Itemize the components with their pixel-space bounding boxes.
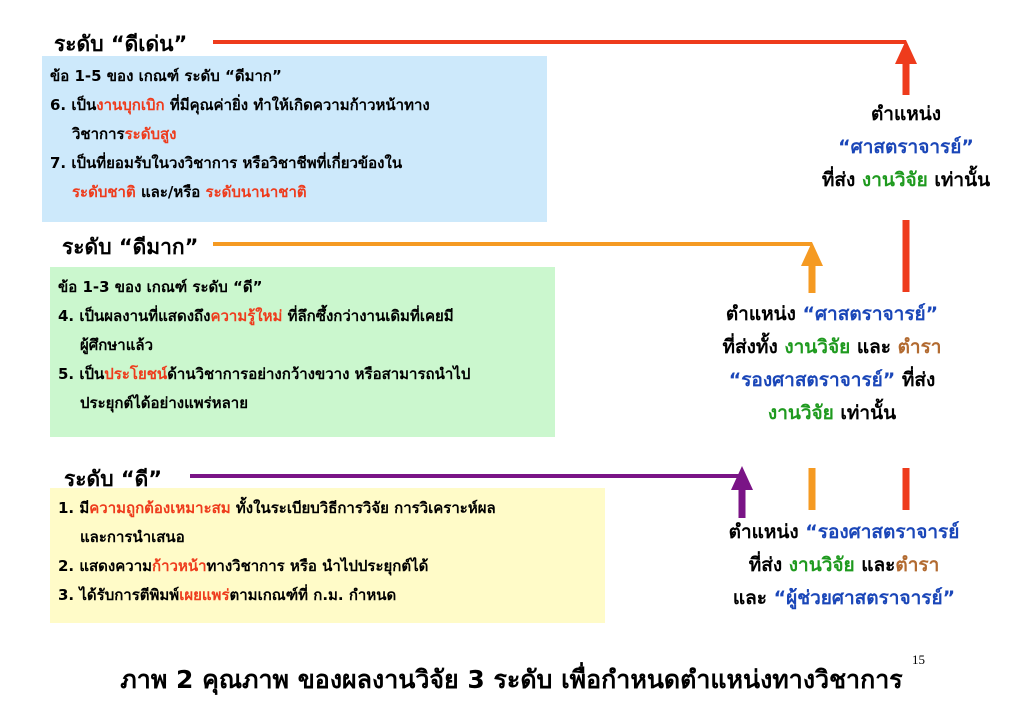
criteria-line: 3. ได้รับการตีพิมพ์เผยแพร่ตามเกณฑ์ที่ ก.… [58,586,397,604]
purple-arrow-head [731,466,753,490]
criteria-line: 1. มีความถูกต้องเหมาะสม ทั้งในระเบียบวิธ… [58,499,496,517]
criteria-line: ระดับชาติ และ/หรือ ระดับนานาชาติ [72,183,307,201]
highlight-text: ความถูกต้องเหมาะสม [89,499,231,517]
criteria-line: ผู้ศึกษาแล้ว [80,336,153,354]
highlight-text: ระดับสูง [124,125,177,143]
position-professor-associate-text: ตำแหน่ง “ศาสตราจารย์” ที่ส่งทั้ง งานวิจั… [722,303,942,424]
criteria-line: 5. เป็นประโยชน์ด้านวิชาการอย่างกว้างขวาง… [58,365,471,383]
highlight-text: งานบุกเบิก [96,96,165,114]
highlight-text: เผยแพร่ [179,586,230,604]
page-number: 15 [912,652,925,667]
criteria-line: 7. เป็นที่ยอมรับในวงวิชาการ หรือวิชาชีพท… [50,154,403,172]
orange-arrow-head [801,242,823,266]
level-good-criteria-box: 1. มีความถูกต้องเหมาะสม ทั้งในระเบียบวิธ… [50,488,605,623]
highlight-text: ความรู้ใหม่ [210,307,283,325]
level-excellent-criteria-box: ข้อ 1-5 ของ เกณฑ์ ระดับ “ดีมาก” 6. เป็นง… [42,56,547,222]
highlight-text: ประโยชน์ [104,365,168,383]
criteria-line: 4. เป็นผลงานที่แสดงถึงความรู้ใหม่ ที่ลึก… [58,307,454,325]
criteria-line: และการนำเสนอ [80,528,185,546]
highlight-text: ระดับนานาชาติ [205,183,307,201]
criteria-line: 6. เป็นงานบุกเบิก ที่มีคุณค่ายิ่ง ทำให้เ… [50,96,430,114]
level-excellent-label: ระดับ “ดีเด่น” [54,32,188,56]
position-professor-text: ตำแหน่ง “ศาสตราจารย์” ที่ส่ง งานวิจัย เท… [821,103,991,191]
level-very-good-criteria-box: ข้อ 1-3 ของ เกณฑ์ ระดับ “ดี” 4. เป็นผลงา… [50,267,555,437]
criteria-line: ประยุกต์ได้อย่างแพร่หลาย [80,394,248,412]
red-arrow-head [895,40,917,64]
criteria-line: ข้อ 1-5 ของ เกณฑ์ ระดับ “ดีมาก” [50,67,282,85]
level-good-label: ระดับ “ดี” [64,467,163,491]
level-very-good-label: ระดับ “ดีมาก” [62,235,199,259]
criteria-line: วิชาการระดับสูง [72,125,177,143]
highlight-text: ระดับชาติ [72,183,136,201]
position-associate-assistant-text: ตำแหน่ง “รองศาสตราจารย์ ที่ส่ง งานวิจัย … [728,521,960,609]
figure-caption: ภาพ 2 คุณภาพ ของผลงานวิจัย 3 ระดับ เพื่อ… [120,665,903,694]
criteria-line: 2. แสดงความก้าวหน้าทางวิชาการ หรือ นำไปป… [58,557,429,575]
highlight-text: ก้าวหน้า [152,557,207,575]
criteria-line: ข้อ 1-3 ของ เกณฑ์ ระดับ “ดี” [58,278,263,296]
